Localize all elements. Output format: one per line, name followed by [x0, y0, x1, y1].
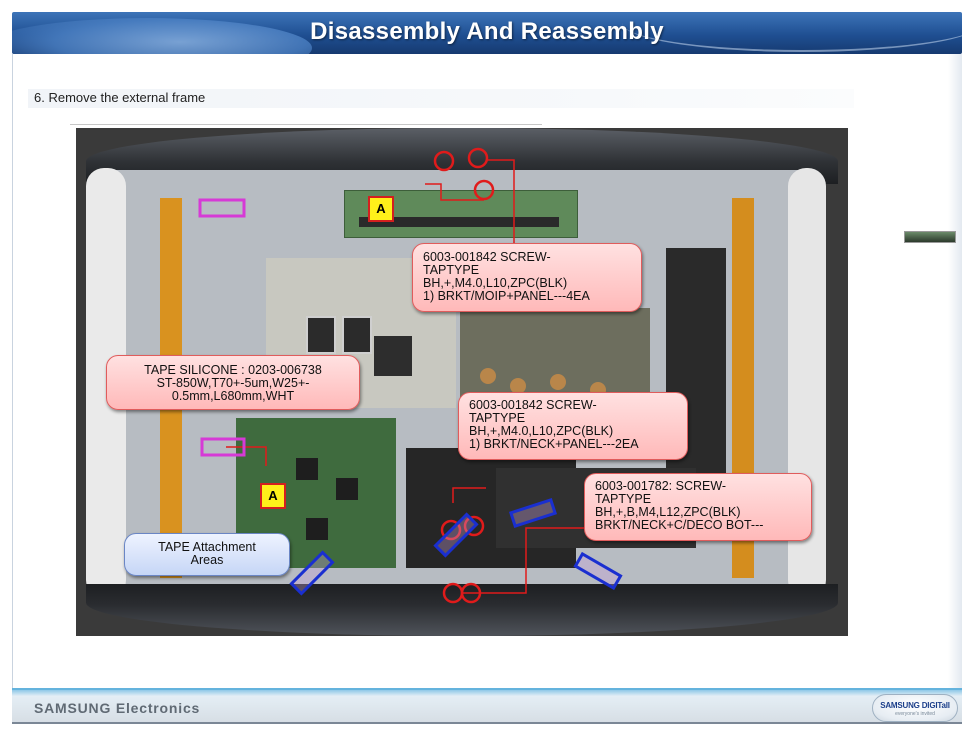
samsung-logo: SAMSUNG DIGITall everyone's invited	[872, 694, 958, 722]
callout-line: ST-850W,T70+-5um,W25+-	[156, 376, 310, 390]
callout-line: Areas	[190, 553, 224, 567]
tape-area-box	[433, 512, 479, 558]
footer-brand: SAMSUNG Electronics	[34, 700, 201, 716]
callout-line: 1) BRKT/MOIP+PANEL---4EA	[423, 289, 590, 303]
callout-line: BH,+,B,M4,L12,ZPC(BLK)	[595, 505, 741, 519]
callout-line: BRKT/NECK+C/DECO BOT---	[595, 518, 764, 532]
header-banner: Disassembly And Reassembly	[12, 12, 962, 54]
callout-line: 6003-001842 SCREW-	[469, 398, 597, 412]
logo-tagline: everyone's invited	[895, 711, 935, 717]
footer-bottom-line	[12, 722, 962, 724]
marker-a-bottom: A	[260, 483, 286, 509]
screw-circle	[473, 179, 495, 201]
callout-line: 0.5mm,L680mm,WHT	[171, 389, 295, 403]
logo-text: SAMSUNG DIGITall	[880, 701, 950, 710]
callout-screw-top: 6003-001842 SCREW- TAPTYPE BH,+,M4.0,L10…	[412, 243, 642, 312]
callout-line: TAPTYPE	[423, 263, 480, 277]
header-swoosh-right	[622, 12, 962, 52]
marker-a-top: A	[368, 196, 394, 222]
callout-screw-deco: 6003-001782: SCREW- TAPTYPE BH,+,B,M4,L1…	[584, 473, 812, 541]
callout-line: TAPTYPE	[469, 411, 526, 425]
callout-tape-silicone: TAPE SILICONE : 0203-006738 ST-850W,T70+…	[106, 355, 360, 410]
screw-circle	[433, 150, 455, 172]
callout-line: 6003-001782: SCREW-	[595, 479, 727, 493]
annotation-overlay	[198, 147, 623, 604]
callout-line: TAPTYPE	[595, 492, 652, 506]
screw-circle	[440, 519, 462, 541]
page-title: Disassembly And Reassembly	[310, 18, 664, 45]
callout-line: TAPE Attachment	[158, 540, 256, 554]
tape-area-box	[508, 497, 558, 529]
callout-line: TAPE SILICONE : 0203-006738	[144, 363, 322, 377]
callout-line: BH,+,M4.0,L10,ZPC(BLK)	[469, 424, 614, 438]
screw-circle	[467, 147, 489, 169]
silicone-tape-box	[200, 437, 246, 457]
callout-line: 6003-001842 SCREW-	[423, 250, 551, 264]
callout-line: BH,+,M4.0,L10,ZPC(BLK)	[423, 276, 568, 290]
callout-screw-neck: 6003-001842 SCREW- TAPTYPE BH,+,M4.0,L10…	[458, 392, 688, 460]
footer-bar	[12, 688, 962, 724]
step-instruction: 6. Remove the external frame	[34, 90, 206, 105]
side-thumbnail	[904, 231, 956, 243]
callout-tape-areas: TAPE Attachment Areas	[124, 533, 290, 576]
step-divider	[70, 124, 542, 125]
step-bar	[28, 89, 854, 108]
screw-circle	[442, 582, 464, 604]
tape-area-box	[573, 551, 623, 591]
callout-line: 1) BRKT/NECK+PANEL---2EA	[469, 437, 639, 451]
frame-left-edge	[12, 54, 13, 688]
screw-circle	[463, 515, 485, 537]
frame-right-edge	[948, 54, 962, 688]
tape-area-box	[289, 550, 335, 596]
silicone-tape-box	[198, 198, 246, 218]
